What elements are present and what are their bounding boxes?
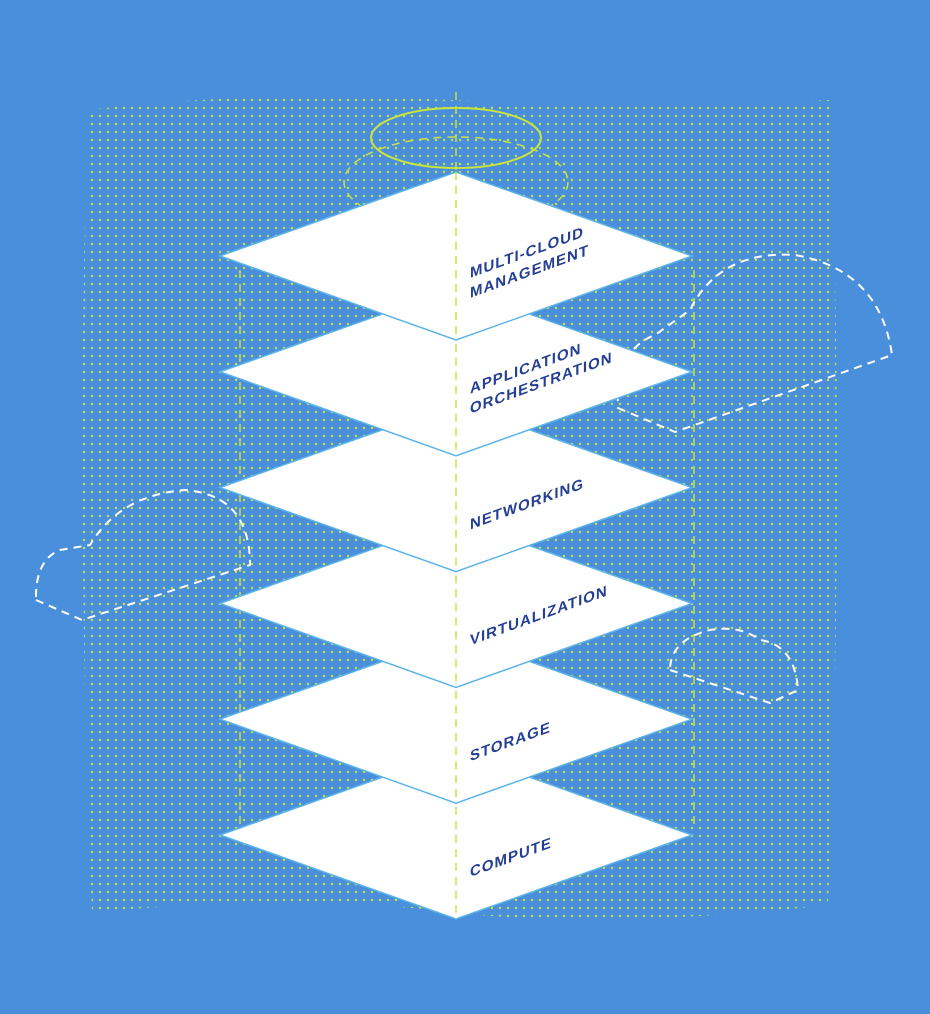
top-ring <box>370 107 542 169</box>
cloud-outlines <box>34 253 894 705</box>
cloud-right-small <box>668 627 800 705</box>
cloud-right-large <box>616 253 894 434</box>
layer-plane <box>217 402 695 573</box>
layer-compute: COMPUTE <box>217 750 695 920</box>
layer-networking: NETWORKING <box>217 402 695 573</box>
layer-storage: STORAGE <box>217 634 695 804</box>
layer-stack: COMPUTESTORAGEVIRTUALIZATIONNETWORKINGAP… <box>217 171 695 920</box>
